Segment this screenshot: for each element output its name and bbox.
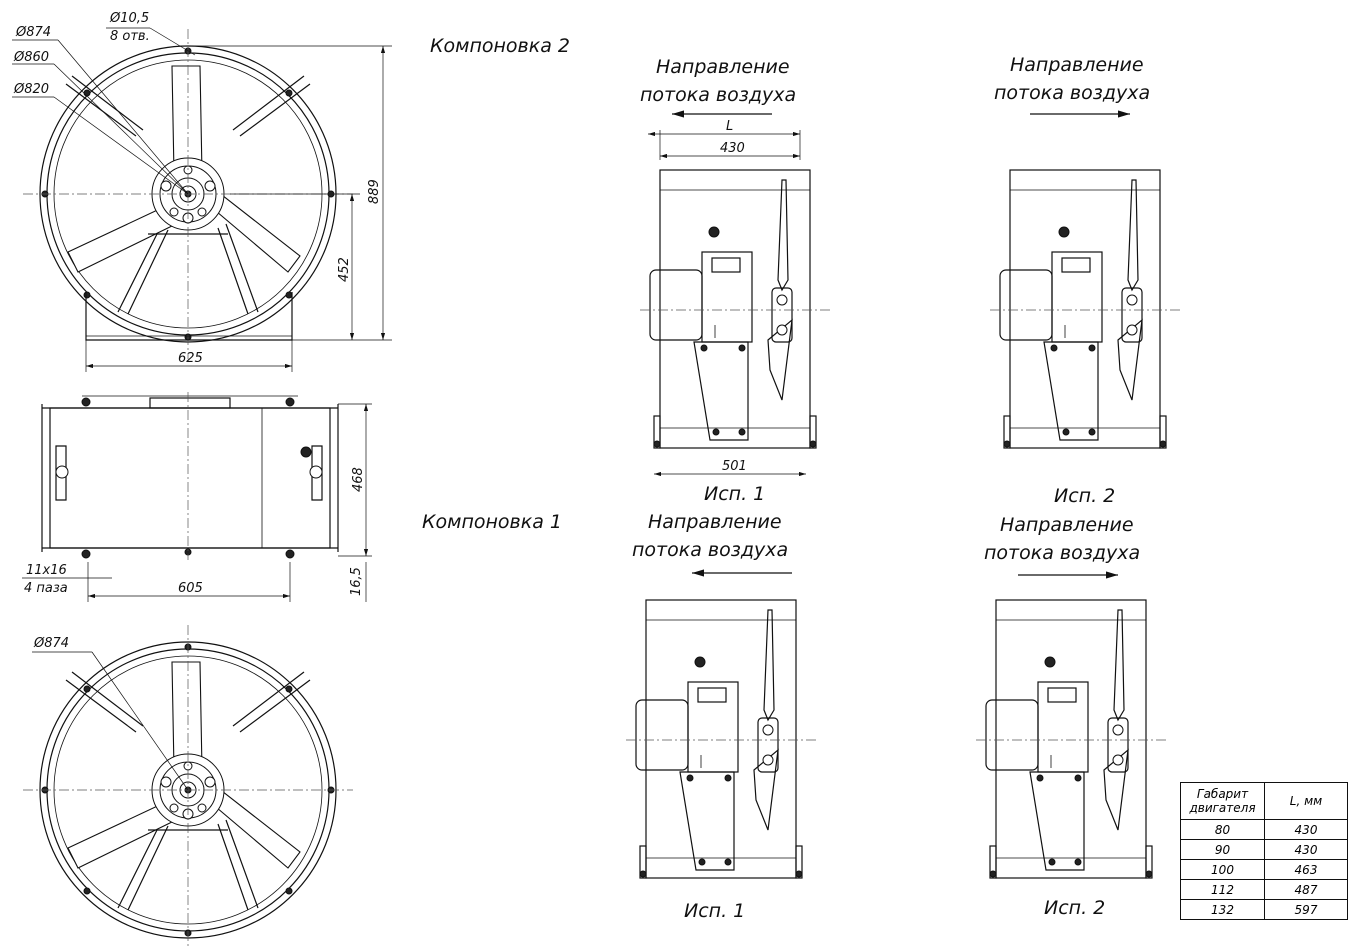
table-cell: 90 — [1180, 839, 1265, 860]
motor-size-table: Габарит двигателя L, мм 80 430 90 430 10… — [1180, 782, 1348, 920]
dim-625: 625 — [178, 351, 203, 366]
var2-label-bottom: Исп. 2 — [1044, 897, 1105, 919]
var2-label-top: Исп. 2 — [1054, 485, 1115, 507]
layout2-label: Компоновка 2 — [430, 35, 570, 57]
table-cell: 597 — [1264, 899, 1348, 920]
flow-label-d2: потока воздуха — [984, 542, 1140, 564]
dim-889: 889 — [367, 179, 382, 204]
dim-slot: 11x16 — [26, 563, 67, 578]
front-view-top — [12, 27, 392, 372]
dim-430: 430 — [720, 141, 745, 156]
flow-label-c1: Направление — [648, 511, 782, 533]
flow-label-c2: потока воздуха — [632, 539, 788, 561]
dim-L: L — [726, 119, 733, 134]
table-cell: 80 — [1180, 819, 1265, 840]
dim-605: 605 — [178, 581, 203, 596]
table-row: 112 487 — [1180, 879, 1348, 900]
table-header-size: Габарит двигателя — [1180, 782, 1265, 820]
table-row: 132 597 — [1180, 899, 1348, 920]
table-cell: 487 — [1264, 879, 1348, 900]
flow-label-b2: потока воздуха — [994, 82, 1150, 104]
dim-d820: Ø820 — [13, 82, 49, 97]
table-cell: 463 — [1264, 859, 1348, 880]
table-row: 90 430 — [1180, 839, 1348, 860]
var1-label-top: Исп. 1 — [704, 483, 765, 505]
dim-d860: Ø860 — [13, 50, 49, 65]
dim-501: 501 — [722, 459, 747, 474]
flow-label-d1: Направление — [1000, 514, 1134, 536]
layout1-label: Компоновка 1 — [422, 511, 562, 533]
front-view-bottom — [22, 624, 354, 950]
flow-label-b1: Направление — [1010, 54, 1144, 76]
table-cell: 100 — [1180, 859, 1265, 880]
table-row: 80 430 — [1180, 819, 1348, 840]
side-view-layout1-var1 — [625, 569, 817, 879]
table-cell: 112 — [1180, 879, 1265, 900]
dim-16-5: 16,5 — [349, 567, 364, 596]
var1-label-bottom: Исп. 1 — [684, 900, 745, 922]
dim-468: 468 — [351, 467, 366, 492]
dim-slots: 4 паза — [24, 581, 68, 596]
side-view-layout2-var1 — [639, 110, 831, 477]
dim-d10: Ø10,5 — [109, 11, 149, 26]
table-header-length: L, мм — [1264, 782, 1348, 820]
side-view-layout1-var2 — [975, 571, 1167, 879]
side-view-middle — [22, 392, 372, 602]
dim-holes: 8 отв. — [110, 29, 150, 44]
dim-d874-bottom: Ø874 — [33, 636, 69, 651]
dim-d874: Ø874 — [15, 25, 51, 40]
table-cell: 430 — [1264, 819, 1348, 840]
dim-452: 452 — [337, 257, 352, 282]
table-row: 100 463 — [1180, 859, 1348, 880]
table-cell: 430 — [1264, 839, 1348, 860]
side-view-layout2-var2 — [989, 110, 1181, 449]
table-cell: 132 — [1180, 899, 1265, 920]
flow-label-a2: потока воздуха — [640, 84, 796, 106]
flow-label-a1: Направление — [656, 56, 790, 78]
